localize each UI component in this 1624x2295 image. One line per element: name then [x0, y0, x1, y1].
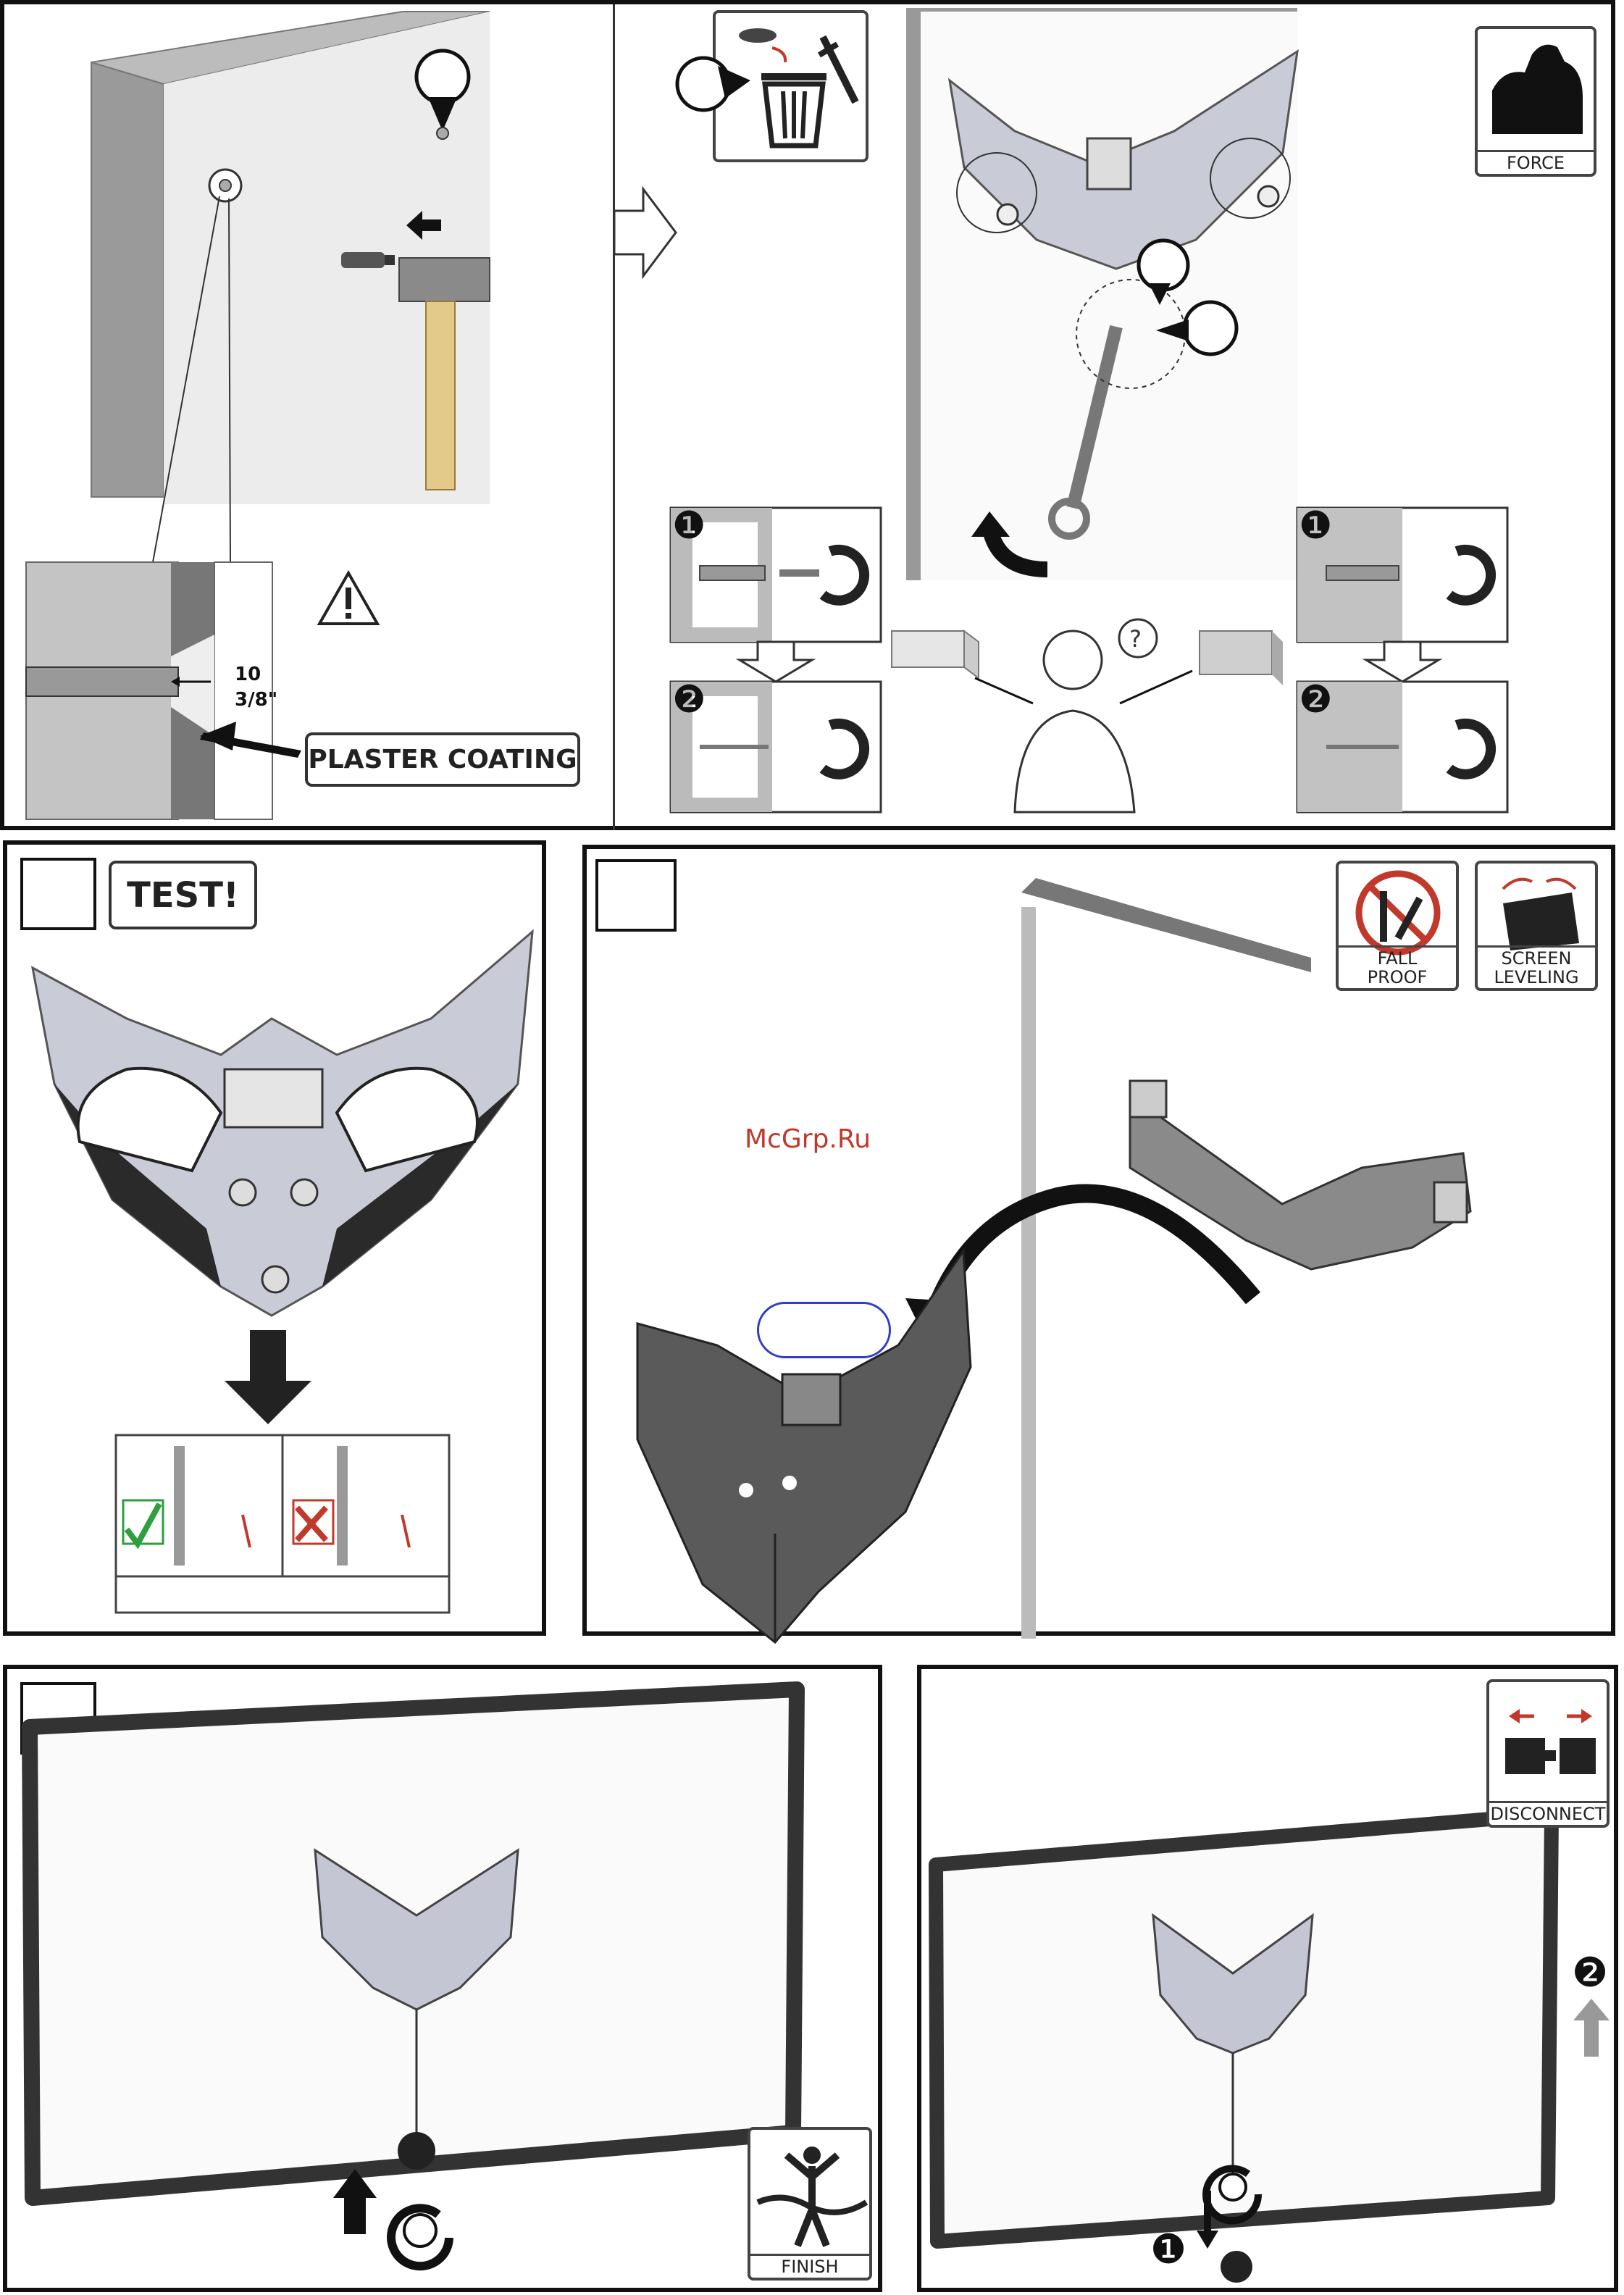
disconnect-panel: ❶ ❷ DISCONNECT — [917, 1665, 1618, 2292]
sub-step-2-badge: ❷ — [672, 680, 706, 720]
hang-panel: McGrp.Ru FALL PROOF SCREEN LEVELING — [582, 845, 1615, 1636]
disconnect-step-1: ❶ — [1150, 2228, 1186, 2272]
svg-text:?: ? — [1129, 625, 1142, 653]
disconnect-card: DISCONNECT — [1486, 1679, 1610, 1828]
flow-arrow-icon — [614, 189, 679, 276]
depth-label-mm: 10 — [235, 664, 261, 685]
force-icon — [1489, 40, 1586, 141]
test-panel: TEST! — [3, 840, 546, 1636]
force-label: FORCE — [1478, 150, 1594, 174]
plaster-coating-label: PLASTER COATING — [305, 732, 580, 787]
tv-frame-illustration — [25, 1684, 873, 2285]
finish-panel: FINISH — [3, 1665, 882, 2292]
warning-icon — [316, 569, 381, 627]
sub-step-1-badge-right: ❶ — [1299, 506, 1333, 546]
knob-icon — [1215, 2245, 1258, 2288]
bracket-test-illustration — [25, 924, 532, 1634]
sub-step-2-badge-right: ❷ — [1299, 680, 1333, 720]
thinking-person-illustration: ? — [888, 616, 1294, 812]
down-arrow-icon — [740, 642, 812, 682]
force-card: FORCE — [1475, 26, 1596, 177]
disconnect-label: DISCONNECT — [1489, 1801, 1607, 1825]
arrow-left-icon — [406, 211, 443, 240]
up-arrow-icon — [1573, 1999, 1610, 2057]
finish-icon — [758, 2137, 866, 2253]
disconnect-step-2: ❷ — [1572, 1952, 1608, 1995]
panel-divider — [613, 4, 615, 830]
balloon-marker-icon — [410, 48, 475, 142]
balloon-marker-icon — [674, 55, 754, 113]
bracket-hanging-illustration — [630, 1251, 1007, 1642]
rotate-arrow-icon — [968, 511, 1055, 584]
balloon-marker-icon — [1156, 298, 1243, 363]
depth-label-in: 3/8" — [235, 689, 277, 711]
wall-bracket-illustration — [906, 8, 1312, 588]
fall-proof-icon — [1347, 869, 1449, 956]
screen-leveling-icon — [1489, 871, 1590, 954]
tv-frame-illustration — [929, 1807, 1559, 2241]
watermark: McGrp.Ru — [745, 1124, 871, 1154]
step-number-box — [595, 859, 677, 932]
down-arrow-icon — [1366, 642, 1439, 682]
disconnect-icon — [1498, 1691, 1603, 1792]
wall-anchor-icon — [334, 243, 399, 280]
finish-card: FINISH — [748, 2127, 872, 2281]
screen-leveling-label: SCREEN LEVELING — [1478, 945, 1595, 988]
fall-proof-label: FALL PROOF — [1339, 945, 1456, 988]
test-label: TEST! — [109, 861, 257, 929]
hammer-icon — [395, 251, 497, 497]
screen-leveling-card: SCREEN LEVELING — [1475, 861, 1598, 991]
top-panel: 10 3/8" PLASTER COATING — [0, 0, 1615, 830]
pointer-arrow-icon — [200, 722, 309, 765]
step-number-box — [20, 858, 96, 930]
leader-lines — [4, 4, 294, 584]
fall-proof-card: FALL PROOF — [1336, 861, 1459, 991]
sub-step-1-badge: ❶ — [672, 506, 706, 546]
finish-label: FINISH — [750, 2254, 869, 2278]
down-arrow-icon — [1197, 2191, 1218, 2249]
